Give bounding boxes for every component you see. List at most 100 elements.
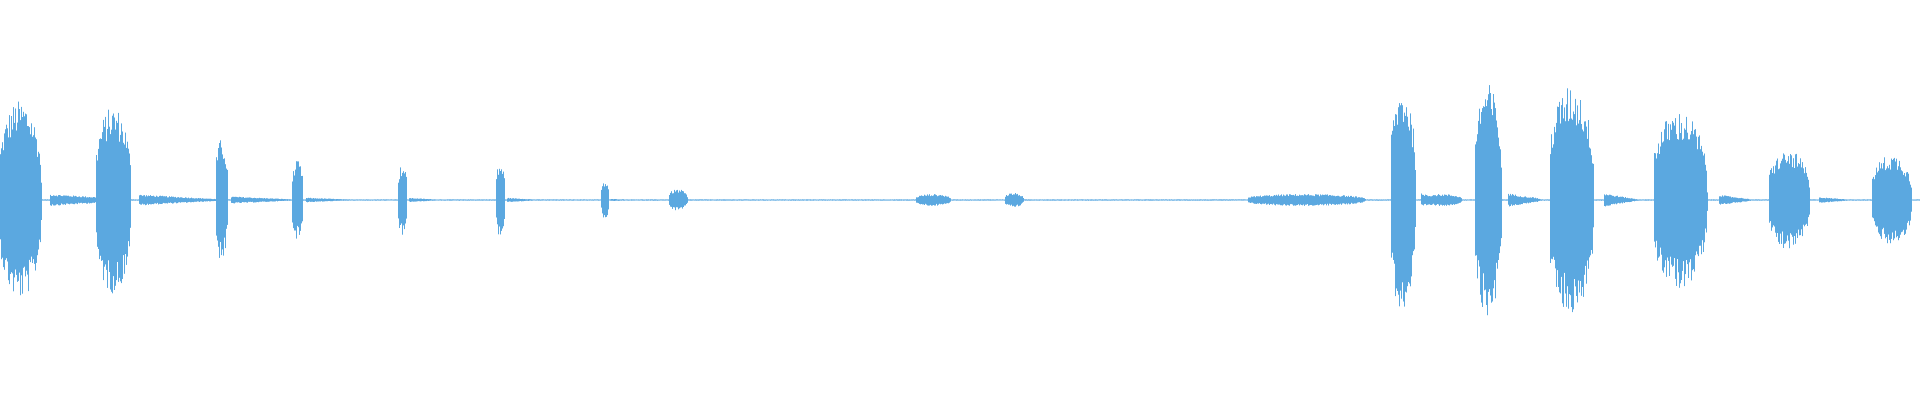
waveform-sample <box>1242 199 1243 201</box>
waveform-sample <box>629 199 630 201</box>
waveform-sample <box>124 144 125 274</box>
waveform-sample <box>1629 198 1630 203</box>
waveform-sample <box>1128 199 1129 201</box>
waveform-sample <box>1306 195 1307 205</box>
waveform-sample <box>560 199 561 201</box>
waveform-sample <box>1530 197 1531 203</box>
waveform-sample <box>1668 123 1669 261</box>
waveform-sample <box>1346 196 1347 204</box>
waveform-sample <box>1304 194 1305 206</box>
waveform-sample <box>902 199 903 201</box>
waveform-sample <box>739 199 740 201</box>
waveform-sample <box>556 199 557 201</box>
waveform-sample <box>362 199 363 201</box>
waveform-sample <box>505 199 506 201</box>
waveform-sample <box>730 199 731 201</box>
waveform-sample <box>409 198 410 202</box>
waveform-sample <box>797 199 798 201</box>
waveform-sample <box>562 199 563 201</box>
waveform-sample <box>992 199 993 201</box>
waveform-sample <box>202 198 203 202</box>
waveform-sample <box>1383 199 1384 201</box>
waveform-sample <box>1588 120 1589 269</box>
waveform-sample <box>768 199 769 201</box>
waveform-sample <box>1795 154 1796 244</box>
waveform-sample <box>1389 199 1390 201</box>
waveform-sample <box>802 199 803 201</box>
waveform-sample <box>1729 196 1730 204</box>
waveform-sample <box>235 196 236 203</box>
waveform-sample <box>132 199 133 201</box>
waveform-sample <box>1141 199 1142 201</box>
waveform-sample <box>163 196 164 203</box>
waveform-sample <box>661 199 662 201</box>
waveform-sample <box>1870 199 1871 201</box>
waveform-sample <box>230 199 231 201</box>
waveform-sample <box>1216 199 1217 201</box>
waveform-sample <box>490 199 491 201</box>
waveform-sample <box>216 157 217 236</box>
waveform-sample <box>479 199 480 201</box>
waveform-sample <box>1324 194 1325 205</box>
waveform-sample <box>1768 199 1769 201</box>
waveform-sample <box>1244 199 1245 201</box>
waveform-sample <box>503 171 504 227</box>
waveform-sample <box>509 198 510 202</box>
waveform-sample <box>1105 199 1106 201</box>
waveform-sample <box>1636 199 1637 201</box>
waveform-sample <box>301 176 302 224</box>
waveform-sample <box>727 199 728 201</box>
waveform-sample <box>1074 199 1075 201</box>
waveform-sample <box>839 199 840 201</box>
waveform-sample <box>620 199 621 201</box>
waveform-sample <box>1543 199 1544 201</box>
waveform-sample <box>946 196 947 204</box>
waveform-sample <box>194 198 195 202</box>
waveform-sample <box>736 199 737 201</box>
waveform-sample <box>1341 196 1342 205</box>
waveform-sample <box>893 199 894 201</box>
waveform-sample <box>1739 198 1740 203</box>
waveform-sample <box>715 199 716 201</box>
waveform-sample <box>217 160 218 241</box>
waveform-sample <box>1243 199 1244 201</box>
waveform-sample <box>956 199 957 201</box>
waveform-sample <box>1352 197 1353 204</box>
waveform-sample <box>1185 199 1186 201</box>
waveform-sample <box>1642 199 1643 201</box>
waveform-sample <box>139 195 140 204</box>
waveform-sample <box>1744 198 1745 202</box>
waveform-sample <box>54 195 55 206</box>
waveform-sample <box>1912 199 1913 201</box>
waveform-sample <box>569 199 570 201</box>
waveform-sample <box>1463 199 1464 201</box>
waveform-sample <box>1748 198 1749 201</box>
waveform-sample <box>1169 199 1170 201</box>
waveform-sample <box>502 173 503 229</box>
waveform-sample <box>1733 197 1734 203</box>
waveform-sample <box>1333 195 1334 205</box>
waveform-sample <box>1799 164 1800 236</box>
waveform-sample <box>219 143 220 258</box>
waveform-sample <box>224 158 225 238</box>
waveform-sample <box>624 199 625 201</box>
waveform-sample <box>56 195 57 205</box>
waveform-sample <box>1511 195 1512 205</box>
waveform-sample <box>265 198 266 202</box>
waveform-sample <box>209 198 210 202</box>
waveform-sample <box>410 198 411 202</box>
waveform-sample <box>260 198 261 202</box>
waveform-sample <box>1451 195 1452 205</box>
waveform-sample <box>107 129 108 288</box>
waveform-sample <box>50 194 51 206</box>
waveform-sample <box>1891 158 1892 239</box>
waveform-sample <box>1766 199 1767 201</box>
waveform-sample <box>765 199 766 201</box>
waveform-sample <box>506 199 507 201</box>
waveform-sample <box>1020 196 1021 206</box>
waveform-sample <box>852 199 853 201</box>
waveform-sample <box>1501 167 1502 239</box>
waveform-sample <box>1547 199 1548 201</box>
waveform-sample <box>796 199 797 201</box>
waveform-sample <box>1370 199 1371 201</box>
